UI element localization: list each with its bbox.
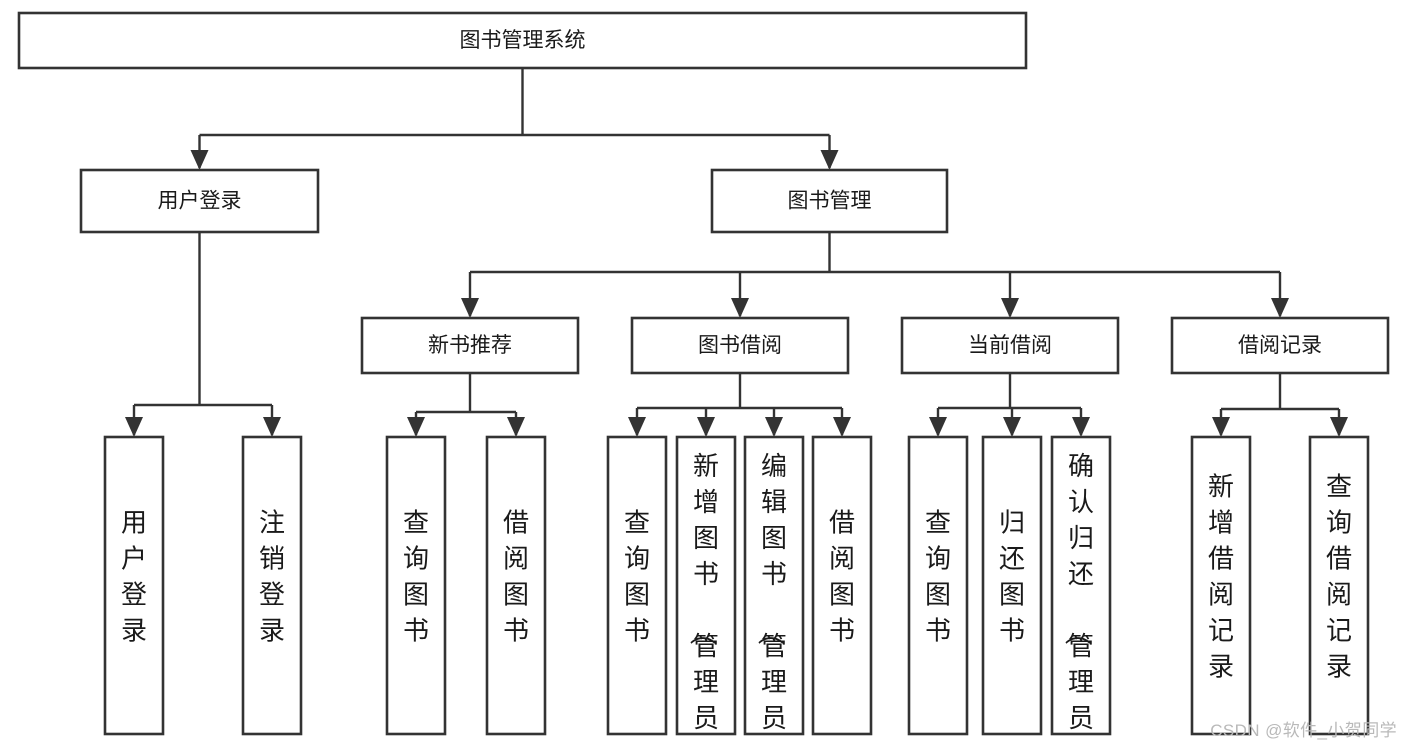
node-box[interactable] [385,435,447,736]
arrow-head-icon [190,150,209,170]
node-box[interactable] [811,435,873,736]
arrow-head-icon [125,417,143,437]
csdn-watermark: CSDN @软件_小贺同学 [1210,721,1397,740]
node-label: 新书推荐 [428,334,512,357]
node-box[interactable] [241,435,303,736]
node-l2-0[interactable]: 用户登录 [79,168,320,234]
node-label: 查询图书 [624,508,650,646]
arrow-head-icon [628,417,646,437]
node-l3-1[interactable]: 图书借阅 [630,316,850,375]
node-label: 图书管理 [788,190,872,213]
nodes-layer: 图书管理系统用户登录图书管理新书推荐图书借阅当前借阅借阅记录用户登录注销登录查询… [17,11,1390,747]
node-leaf-12[interactable]: 查询借阅记录 [1308,435,1370,736]
node-label: 查询图书 [925,508,951,646]
node-label: 注销登录 [259,508,285,646]
arrow-head-icon [407,417,425,437]
node-box[interactable] [1190,435,1252,736]
node-leaf-4[interactable]: 查询图书 [606,435,668,736]
node-l3-3[interactable]: 借阅记录 [1170,316,1390,375]
node-box[interactable] [1308,435,1370,736]
node-box[interactable] [606,435,668,736]
node-box[interactable] [981,435,1043,736]
node-l3-0[interactable]: 新书推荐 [360,316,580,375]
node-root-0[interactable]: 图书管理系统 [17,11,1028,70]
node-box[interactable] [1170,316,1390,375]
arrow-head-icon [1072,417,1090,437]
node-leaf-0[interactable]: 用户登录 [103,435,165,736]
arrow-head-icon [697,417,715,437]
arrow-head-icon [731,298,749,318]
node-leaf-7[interactable]: 借阅图书 [811,435,873,736]
node-box[interactable] [103,435,165,736]
node-label: 查询图书 [403,508,429,646]
node-label: 新增图书（管理员） [687,451,719,747]
node-label: 图书借阅 [698,334,782,357]
arrow-head-icon [1271,298,1289,318]
node-leaf-5[interactable]: 新增图书（管理员） [675,435,737,747]
node-label: 当前借阅 [968,334,1052,357]
node-label: 归还图书 [999,508,1025,646]
node-box[interactable] [79,168,320,234]
arrow-head-icon [765,417,783,437]
node-label: 图书管理系统 [460,29,586,52]
node-l2-1[interactable]: 图书管理 [710,168,949,234]
node-label: 借阅图书 [829,508,855,646]
node-box[interactable] [710,168,949,234]
node-box[interactable] [360,316,580,375]
node-leaf-1[interactable]: 注销登录 [241,435,303,736]
node-label: 确认归还（管理员） [1062,451,1094,747]
node-leaf-10[interactable]: 确认归还（管理员） [1050,435,1112,747]
node-box[interactable] [1050,435,1112,736]
connectors-layer [125,68,1348,437]
node-label: 借阅记录 [1238,334,1322,357]
node-leaf-3[interactable]: 借阅图书 [485,435,547,736]
arrow-head-icon [929,417,947,437]
arrow-head-icon [1003,417,1021,437]
node-label: 用户登录 [121,508,147,646]
node-box[interactable] [743,435,805,736]
node-leaf-9[interactable]: 归还图书 [981,435,1043,736]
node-box[interactable] [17,11,1028,70]
node-box[interactable] [675,435,737,736]
node-leaf-6[interactable]: 编辑图书（管理员） [743,435,805,747]
node-box[interactable] [907,435,969,736]
arrow-head-icon [833,417,851,437]
node-label: 查询借阅记录 [1326,472,1352,682]
node-box[interactable] [900,316,1120,375]
arrow-head-icon [1212,417,1230,437]
arrow-head-icon [461,298,479,318]
arrow-head-icon [263,417,281,437]
node-label: 用户登录 [158,190,242,213]
arrow-head-icon [820,150,839,170]
node-leaf-11[interactable]: 新增借阅记录 [1190,435,1252,736]
node-l3-2[interactable]: 当前借阅 [900,316,1120,375]
node-label: 新增借阅记录 [1208,472,1234,682]
node-box[interactable] [630,316,850,375]
node-label: 编辑图书（管理员） [755,451,787,747]
arrow-head-icon [507,417,525,437]
arrow-head-icon [1330,417,1348,437]
node-leaf-2[interactable]: 查询图书 [385,435,447,736]
node-box[interactable] [485,435,547,736]
arrow-head-icon [1001,298,1019,318]
node-leaf-8[interactable]: 查询图书 [907,435,969,736]
node-label: 借阅图书 [503,508,529,646]
